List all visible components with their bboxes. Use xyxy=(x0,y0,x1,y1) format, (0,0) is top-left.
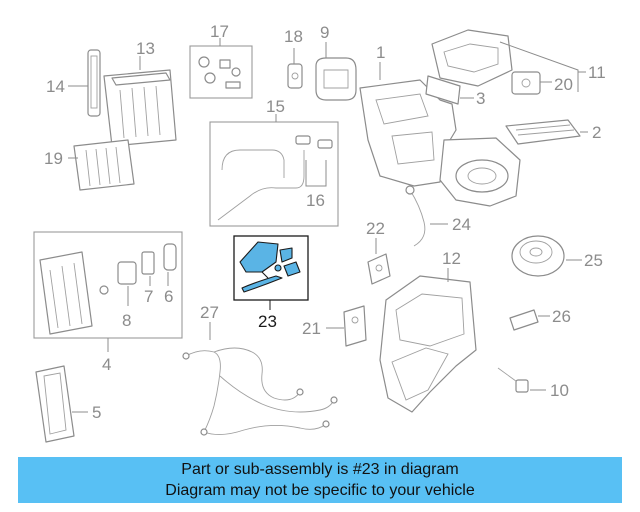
part-25-blower-motor[interactable] xyxy=(511,235,565,277)
part-3-actuator[interactable] xyxy=(425,75,461,105)
callout-26: 26 xyxy=(552,307,571,326)
part-12-lower-housing[interactable] xyxy=(379,275,477,413)
banner-line-2: Diagram may not be specific to your vehi… xyxy=(165,482,475,499)
callout-17: 17 xyxy=(210,22,229,41)
callout-27: 27 xyxy=(200,303,219,322)
part-19-evaporator[interactable] xyxy=(73,139,135,191)
part-17-hardware[interactable] xyxy=(198,56,241,89)
part-14-bracket[interactable] xyxy=(87,49,101,117)
part-18-clip[interactable] xyxy=(287,63,303,89)
callout-21: 21 xyxy=(302,319,321,338)
part-6-sensor[interactable] xyxy=(163,243,177,271)
part-20-servo[interactable] xyxy=(511,71,541,95)
part-24-sensor-lead[interactable] xyxy=(405,185,426,247)
callout-19: 19 xyxy=(44,149,63,168)
part-22-bracket[interactable] xyxy=(367,253,391,285)
callout-8: 8 xyxy=(122,311,131,330)
callout-23: 23 xyxy=(258,312,277,331)
callout-12: 12 xyxy=(442,249,461,268)
part-1-hvac-housing[interactable] xyxy=(359,79,521,207)
part-23-box xyxy=(233,235,309,301)
callout-15: 15 xyxy=(266,97,285,116)
callout-4: 4 xyxy=(102,355,111,374)
part-11-air-distribution-housing[interactable] xyxy=(431,29,513,87)
callout-25: 25 xyxy=(584,251,603,270)
info-banner: Part or sub-assembly is #23 in diagram D… xyxy=(18,457,622,503)
callout-14: 14 xyxy=(46,77,65,96)
part-23-highlighted-assembly[interactable] xyxy=(239,241,301,293)
callout-16: 16 xyxy=(306,191,325,210)
callout-1: 1 xyxy=(376,43,385,62)
part-27-wiring-harness[interactable] xyxy=(182,347,338,436)
callout-20: 20 xyxy=(554,75,573,94)
part-8-expansion-valve[interactable] xyxy=(99,261,137,295)
callout-3: 3 xyxy=(476,89,485,108)
callout-7: 7 xyxy=(144,287,153,306)
part-4-condenser-unit[interactable] xyxy=(39,251,93,335)
part-9-seal[interactable] xyxy=(315,57,357,101)
callout-13: 13 xyxy=(136,39,155,58)
banner-line-1: Part or sub-assembly is #23 in diagram xyxy=(181,461,459,478)
callout-2: 2 xyxy=(592,123,601,142)
callout-11: 11 xyxy=(588,63,606,82)
part-15-box xyxy=(209,121,339,227)
part-5-gasket-frame[interactable] xyxy=(35,365,75,443)
callout-6: 6 xyxy=(164,287,173,306)
callout-22: 22 xyxy=(366,219,385,238)
callout-18: 18 xyxy=(284,27,303,46)
part-10-sensor[interactable] xyxy=(497,367,529,393)
part-26-vent-clip[interactable] xyxy=(509,309,539,331)
part-17-hardware-box xyxy=(189,45,253,99)
callout-24: 24 xyxy=(452,215,471,234)
part-7-valve[interactable] xyxy=(141,251,155,275)
part-15-pipes[interactable] xyxy=(217,135,333,221)
callout-9: 9 xyxy=(320,23,329,42)
part-13-heater-core[interactable] xyxy=(103,69,177,147)
part-21-bracket[interactable] xyxy=(343,305,367,347)
callout-5: 5 xyxy=(92,403,101,422)
part-2-cabin-filter[interactable] xyxy=(505,119,581,145)
callout-10: 10 xyxy=(550,381,569,400)
